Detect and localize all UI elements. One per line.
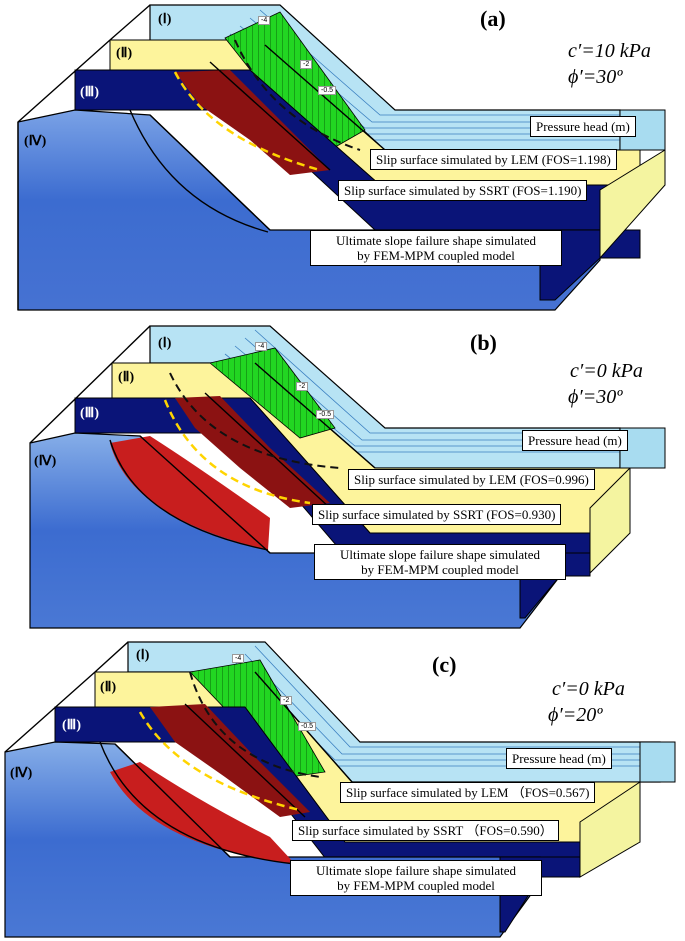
failure-zone [175, 396, 330, 508]
friction-angle-param: ϕ′=30º [568, 66, 623, 88]
zone-ii-label: (Ⅱ) [100, 680, 117, 695]
ssrt-label: Slip surface simulated by SSRT (FOS=1.19… [338, 180, 588, 201]
contour-value-label: -0.5 [316, 410, 335, 419]
lem-slip-surface [163, 399, 311, 505]
friction-angle-param: ϕ′=30º [568, 386, 623, 408]
lem-slip-surface [173, 71, 321, 172]
lem-slip-surface [138, 711, 301, 812]
mpm-label-line2: by FEM-MPM coupled model [357, 248, 515, 263]
contour-value-label: -0.5 [298, 722, 317, 731]
lem-label: Slip surface simulated by LEM (FOS=0.996… [348, 469, 595, 490]
panel-b: (b) c′=0 kPa ϕ′=30º (Ⅰ) (Ⅱ) (Ⅲ) (Ⅳ) Pres… [0, 318, 685, 630]
ssrt-slip-surface [169, 372, 341, 469]
pressure-head-label: Pressure head (m) [506, 748, 612, 769]
red-failure-mass [110, 436, 270, 550]
panel-label: (a) [480, 6, 506, 31]
zone-iii-label: (Ⅲ) [80, 85, 99, 100]
contour-value-label: -4 [255, 342, 268, 351]
right-side-face [589, 466, 631, 575]
ssrt-slip-surface [189, 671, 321, 778]
mpm-label-line1: Ultimate slope failure shape simulated [340, 547, 540, 562]
zone-iv-label: (Ⅳ) [24, 134, 47, 149]
mpm-label-line1: Ultimate slope failure shape simulated [336, 233, 536, 248]
ssrt-label: Slip surface simulated by SSRT （FOS=0.59… [292, 820, 559, 841]
contour-value-label: -2 [296, 382, 309, 391]
right-side-cyan [639, 741, 676, 783]
contour-value-label: -2 [280, 696, 293, 705]
pressure-head-label: Pressure head (m) [530, 116, 636, 137]
panel-a: (a) c′=10 kPa ϕ′=30º (Ⅰ) (Ⅱ) (Ⅲ) (Ⅳ) Pre… [0, 0, 685, 315]
mpm-label: Ultimate slope failure shape simulated b… [314, 544, 566, 580]
contour-value-label: -4 [258, 16, 271, 25]
zone-ii-label: (Ⅱ) [116, 46, 133, 61]
mpm-label-line2: by FEM-MPM coupled model [361, 562, 519, 577]
zone-iv-label: (Ⅳ) [34, 454, 57, 469]
zone-i-label: (Ⅰ) [158, 336, 172, 351]
friction-angle-param: ϕ′=20º [548, 704, 603, 726]
red-failure-mass [110, 762, 295, 864]
mpm-label: Ultimate slope failure shape simulated b… [310, 230, 562, 266]
lem-label: Slip surface simulated by LEM (FOS=1.198… [370, 149, 617, 170]
contour-value-label: -0.5 [318, 86, 337, 95]
slope-outline [17, 4, 386, 310]
failure-zone [175, 70, 330, 175]
right-side-face [599, 149, 666, 260]
cohesion-param: c′=0 kPa [570, 360, 643, 382]
ssrt-slip-surface [234, 39, 361, 151]
lem-label: Slip surface simulated by LEM （FOS=0.567… [340, 782, 596, 803]
zone-i-label: (Ⅰ) [136, 648, 150, 663]
panel-label: (b) [470, 330, 497, 355]
zone-iii-label: (Ⅲ) [62, 718, 81, 733]
zone-ii-label: (Ⅱ) [118, 370, 135, 385]
panel-label: (c) [432, 652, 457, 677]
zone-iii-label: (Ⅲ) [80, 406, 99, 421]
zone-iv-label: (Ⅳ) [10, 766, 33, 781]
contour-value-label: -2 [300, 60, 313, 69]
mpm-label-line1: Ultimate slope failure shape simulated [316, 863, 516, 878]
pressure-head-label: Pressure head (m) [522, 430, 628, 451]
zone-i-label: (Ⅰ) [158, 12, 172, 27]
slope-outline [29, 325, 376, 554]
mpm-label-line2: by FEM-MPM coupled model [337, 878, 495, 893]
green-hatched-zone [209, 347, 336, 439]
contour-value-label: -4 [232, 654, 245, 663]
right-side-cyan [619, 427, 666, 469]
panel-c: (c) c′=0 kPa ϕ′=20º (Ⅰ) (Ⅱ) (Ⅲ) (Ⅳ) Pres… [0, 632, 685, 941]
cohesion-param: c′=0 kPa [552, 678, 625, 700]
cohesion-param: c′=10 kPa [568, 40, 651, 62]
ssrt-label: Slip surface simulated by SSRT (FOS=0.93… [312, 504, 562, 525]
mpm-label: Ultimate slope failure shape simulated b… [290, 860, 542, 896]
failure-zone [150, 704, 310, 817]
right-side-face [579, 781, 641, 878]
